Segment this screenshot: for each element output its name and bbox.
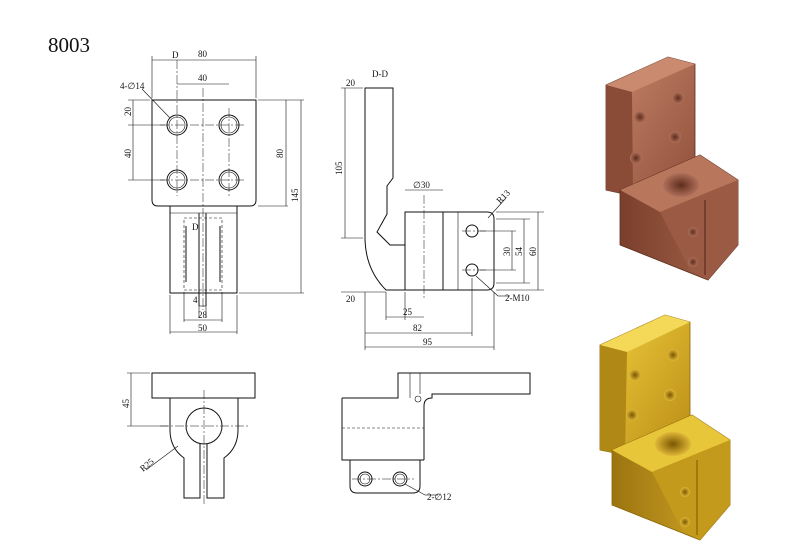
section-lug-outline xyxy=(443,211,495,291)
dim-slot: 4 xyxy=(193,295,198,305)
part-number: 8003 xyxy=(48,33,90,57)
dim-lower-width: 50 xyxy=(198,323,208,333)
dim-height: 105 xyxy=(334,161,344,175)
clamp-body-outline xyxy=(169,206,238,294)
lug-outline xyxy=(349,460,421,494)
dim-lower-inner: 28 xyxy=(198,310,208,320)
dim-thread: 2-M10 xyxy=(505,293,530,303)
front-view: 80 D 40 4-∅14 20 40 80 145 D 4 28 50 xyxy=(120,49,304,334)
section-marker-lower: D xyxy=(192,222,199,232)
dim-hole-spacing-v: 40 xyxy=(123,149,133,159)
section-marker: D xyxy=(172,50,179,60)
render-brass xyxy=(599,314,731,541)
dim-hole-spacing: 30 xyxy=(502,247,512,257)
section-view: D-D 20 105 ∅30 R13 30 54 60 2-M10 xyxy=(334,69,544,350)
dim-82: 82 xyxy=(413,323,422,333)
dim-60: 60 xyxy=(528,247,538,257)
dim-hole-spacing-h: 40 xyxy=(198,73,208,83)
dim-radius: R13 xyxy=(494,187,512,205)
clamp-outline xyxy=(169,398,239,499)
bottom-left-view: 45 R25 xyxy=(121,372,256,504)
render-copper xyxy=(605,56,739,281)
dim-total-height: 145 xyxy=(290,188,300,202)
dim-plate-height: 80 xyxy=(275,149,285,159)
dim-bl-height: 45 xyxy=(121,399,131,409)
dim-bore: ∅30 xyxy=(413,180,430,190)
bottom-right-view: 2-∅12 xyxy=(341,372,531,502)
dim-95: 95 xyxy=(423,337,433,347)
dim-54: 54 xyxy=(514,247,524,257)
dim-width-total: 80 xyxy=(198,49,208,59)
dim-bottom-thk: 20 xyxy=(346,294,356,304)
section-label: D-D xyxy=(372,69,388,79)
mounting-plate-outline xyxy=(151,99,257,207)
dim-top-thk: 20 xyxy=(346,78,356,88)
top-bracket-outline xyxy=(342,372,531,460)
dim-bl-radius: R25 xyxy=(138,456,156,474)
plate-edge-outline xyxy=(151,372,256,399)
dim-hole-callout: 4-∅14 xyxy=(120,81,145,91)
dim-br-holes: 2-∅12 xyxy=(427,492,451,502)
dim-25: 25 xyxy=(403,307,413,317)
section-hatched-body xyxy=(364,87,406,291)
dim-edge-v: 20 xyxy=(123,107,133,117)
